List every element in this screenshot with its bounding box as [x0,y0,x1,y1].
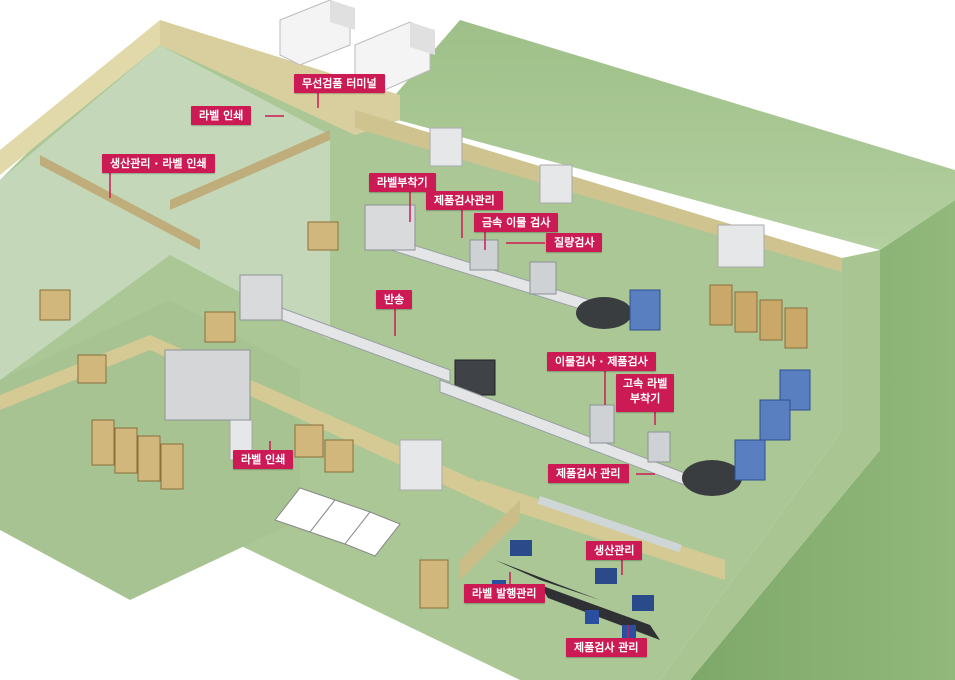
door-1 [429,127,463,167]
work-tables [274,487,401,557]
door-2 [539,164,573,204]
clean-room-left [0,45,330,380]
metal-detector-machine [469,239,499,271]
label-attacher-machine [364,204,416,251]
weight-checker-machine [529,261,557,295]
callout-foreign-product-inspection: 이물검사 · 제품검사 [547,352,656,371]
callout-label-attacher: 라벨부착기 [369,173,436,192]
truck-1 [279,0,355,66]
callout-product-inspection-mgmt: 제품검사관리 [426,191,503,210]
callout-label-issue-mgmt: 라벨 발행관리 [464,584,545,603]
high-speed-labeler [647,431,671,463]
turntable-lower [682,460,742,496]
office-side-wall [460,500,520,580]
blue-racks [629,289,811,481]
machine-left [239,274,283,321]
callout-leaders [109,92,656,638]
callout-high-speed-labeler: 고속 라벨 부착기 [616,374,675,412]
callout-wireless-terminal: 무선검품 터미널 [294,74,385,93]
pallet-stack-left [39,221,449,609]
right-wall-face [660,250,880,680]
pallet-stack-right [709,284,808,349]
callout-metal-detection: 금속 이물 검사 [474,213,559,232]
transport-machine [454,359,496,396]
partition-wall-back-left [160,20,400,135]
turntable-upper [576,297,632,329]
callout-weight-check: 질량검사 [546,233,603,252]
foreign-inspection-machine [589,404,615,444]
shelf-unit [164,349,251,421]
callout-high-speed-labeler-line2: 부착기 [629,392,661,405]
callout-high-speed-labeler-line1: 고속 라벨 [623,377,668,390]
lower-partition [0,335,150,410]
callout-label-print-top: 라벨 인쇄 [191,106,252,125]
partition-wall-left-top [0,20,160,175]
callout-product-inspection-mgmt-2: 제품검사 관리 [548,464,629,483]
right-outer-wall [690,200,955,680]
callout-prod-mgmt-label-print: 생산관리 · 라벨 인쇄 [102,154,215,173]
back-wall [395,20,955,250]
callout-product-inspection-mgmt-3: 제품검사 관리 [566,638,647,657]
door-3 [717,224,765,268]
callout-conveyor: 반송 [376,290,413,309]
door-4 [399,439,443,491]
callout-production-mgmt: 생산관리 [586,541,643,560]
clean-room-divider-2 [170,130,330,210]
office-wall [480,480,725,580]
callout-label-print-bottom: 라벨 인쇄 [233,450,294,469]
clean-room-divider-1 [40,155,200,250]
window-strip [537,495,682,553]
